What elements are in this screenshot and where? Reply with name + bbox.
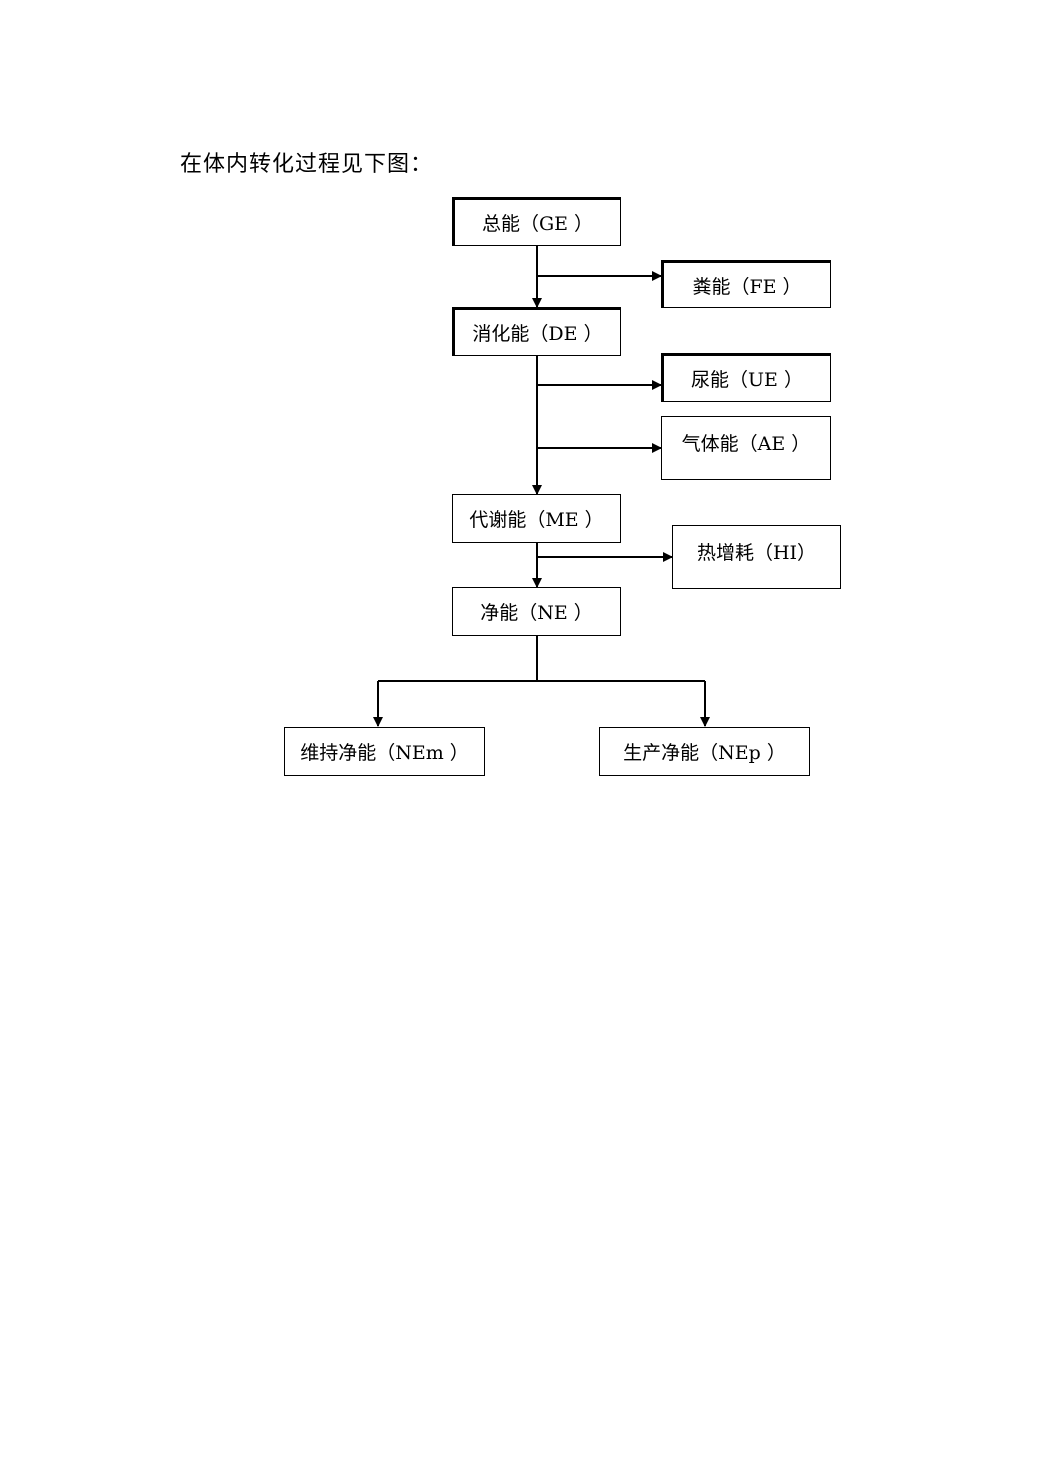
node-ue: 尿能（UE ） [661, 353, 831, 402]
node-nep: 生产净能（NEp ） [599, 727, 810, 776]
node-de: 消化能（DE ） [452, 307, 621, 356]
node-ge: 总能（GE ） [452, 197, 621, 246]
node-ne: 净能（NE ） [452, 587, 621, 636]
node-ae: 气体能（AE ） [661, 416, 831, 480]
intro-text: 在体内转化过程见下图： [180, 152, 434, 177]
node-me: 代谢能（ME ） [452, 494, 621, 543]
node-fe: 粪能（FE ） [661, 260, 831, 308]
node-nem: 维持净能（NEm ） [284, 727, 485, 776]
node-hi: 热增耗（HI） [672, 525, 841, 589]
